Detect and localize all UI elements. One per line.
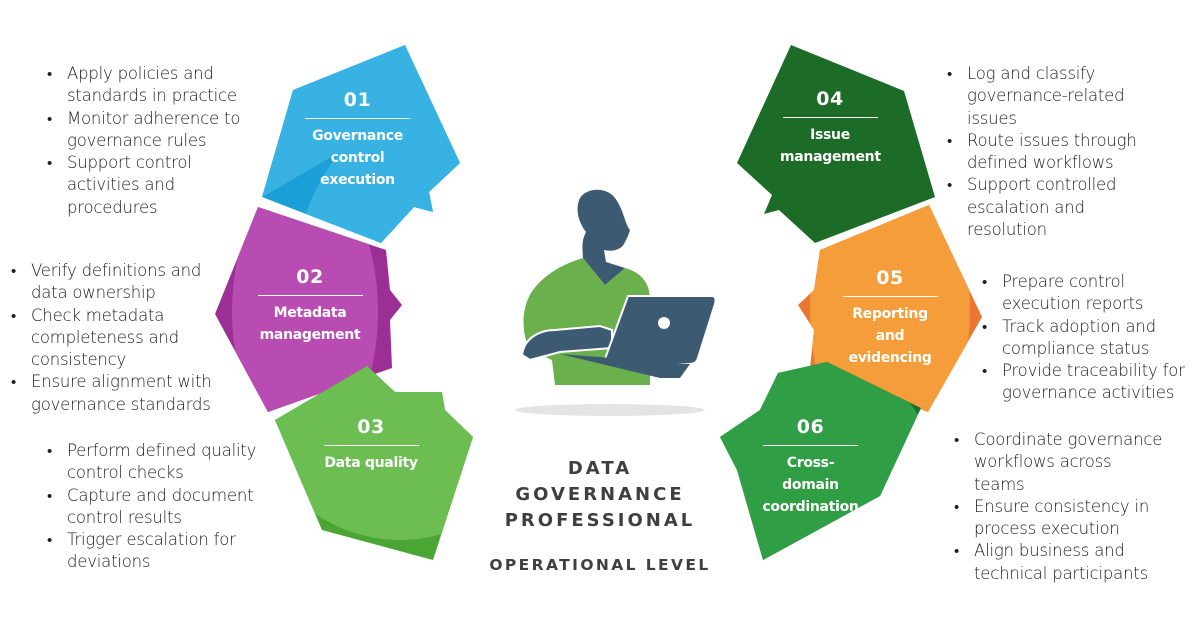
diagram-title: DATA GOVERNANCE PROFESSIONAL xyxy=(504,458,696,531)
divider xyxy=(323,445,419,446)
divider xyxy=(782,117,878,118)
step-01-label: 01 Governance control execution xyxy=(300,88,415,191)
step-title: Reporting and evidencing xyxy=(848,306,932,366)
step-03-label: 03 Data quality xyxy=(316,415,426,474)
divider xyxy=(763,445,858,446)
step-06-label: 06 Cross- domain coordination xyxy=(758,415,863,518)
step-number: 04 xyxy=(816,88,844,110)
step-title: Data quality xyxy=(324,455,418,471)
step-number: 01 xyxy=(343,89,372,111)
step-02-label: 02 Metadata management xyxy=(255,265,365,346)
step-number: 05 xyxy=(876,267,904,289)
step-04-label: 04 Issue management xyxy=(780,87,881,168)
step-title: Metadata management xyxy=(259,305,361,343)
step-title: Issue management xyxy=(780,127,881,165)
step-number: 02 xyxy=(296,266,324,288)
step-05-label: 05 Reporting and evidencing xyxy=(840,266,940,369)
person-with-laptop-icon xyxy=(515,189,717,416)
step-title: Governance control execution xyxy=(312,128,403,188)
divider xyxy=(305,118,410,119)
step-number: 06 xyxy=(796,416,825,438)
diagram-subtitle: OPERATIONAL LEVEL xyxy=(489,556,711,574)
divider xyxy=(257,295,363,296)
step-04-bullets: Log and classifygovernance-relatedissues… xyxy=(945,63,1137,241)
step-title: Cross- domain coordination xyxy=(762,455,859,515)
step-number: 03 xyxy=(357,416,385,438)
divider xyxy=(842,296,938,297)
